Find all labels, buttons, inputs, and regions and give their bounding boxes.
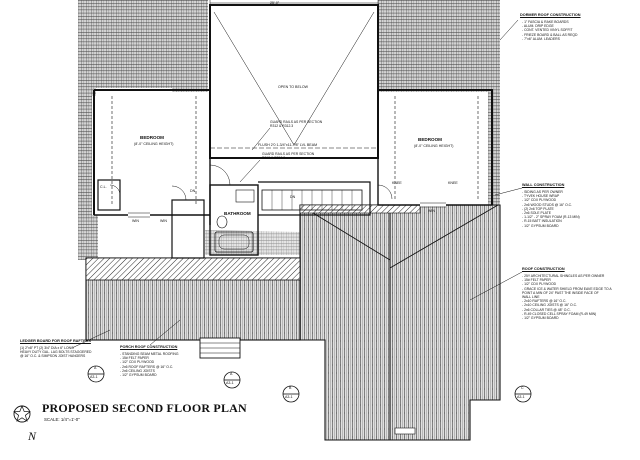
wall-line: - SIDING AS PER OWNER (522, 190, 563, 194)
wall-line: - 2x6 SOLE PLATE (522, 211, 551, 216)
section-tag-b-bottom: A3-1 (285, 395, 293, 399)
ledger-line: HEAVY DUTY GAL. LAG BOLTS STAGGERED (20, 350, 92, 355)
stair-label: DN (290, 195, 296, 199)
ledger-note-lines: (1) 2"x8" PT (2) 3/4" DIA x 6" LONG HEAV… (20, 346, 100, 359)
porch-line: - 1/2" CDX PLYWOOD (120, 360, 155, 365)
roof-line: - GRACE ICE & WATER SHIELD FROM EAVE EDG… (522, 286, 612, 291)
section-tag-a2-bottom: A3-1 (226, 381, 234, 385)
wall-line: - R-15 BATT INSULATION (522, 219, 562, 224)
exterior-walls (13, 0, 493, 423)
dormer-line: - 1" FASCIA & RAKE BOARDS (522, 20, 569, 24)
roof-line: - 25Y ARCHITECTURAL SHINGLES AS PER OWNE… (522, 274, 605, 278)
top-dimension: 25'-0" (270, 1, 280, 5)
porch-line: - 2x6 ROOF RAFTERS @ 16" O.C. (120, 364, 174, 369)
knee-right-label: KNEE (448, 181, 458, 185)
roof-line: - 2x10 CEILING JOISTS @ 16" O.C. (522, 303, 577, 308)
section-tag-b-top: B (289, 386, 292, 390)
closet-label: C.L. (100, 185, 107, 189)
window-tag-1: WIN (132, 219, 139, 223)
roof-line: - 2x6 COLLAR TIES @ 48" O.C. (522, 307, 571, 312)
dormer-line: - FRIEZE BOARD & BALL AS REQD (522, 32, 578, 37)
porch-line: - 2x6 CEILING JOISTS (120, 368, 155, 373)
section-tag-c-top: C (521, 386, 524, 390)
lower-roof (85, 204, 501, 441)
wall-line: - 1/2" GYPSUM BOARD (522, 223, 559, 228)
ledger-line: @ 16" O.C. & SIMPSON JOIST HANGERS (20, 354, 86, 359)
note-leaders (71, 19, 523, 349)
porch-line: - 1/2" GYPSUM BOARD (120, 373, 157, 378)
section-tag-a-bottom: A3-1 (90, 375, 98, 379)
plan-scale: SCALE: 1/4"=1'-0" (44, 417, 80, 422)
bedroom-left-ceiling: (8'-0" CEILING HEIGHT) (134, 142, 174, 146)
porch-line: - 15# FELT PAPER (120, 356, 149, 361)
wall-line: - 2x6 WOOD STUDS @ 16" O.C. (522, 202, 573, 207)
porch-line: - STANDING SEAM METAL ROOFING (120, 352, 179, 356)
roof-line: - 1/2" GYPSUM BOARD (522, 316, 559, 321)
ledger-line: (1) 2"x8" PT (2) 3/4" DIA x 6" LONG (20, 346, 74, 350)
porch-note-lines: - STANDING SEAM METAL ROOFING - 15# FELT… (120, 352, 198, 377)
dormer-line: - 7"x6" ALUM. LEADERS (522, 36, 560, 41)
dormer-note-lines: - 1" FASCIA & RAKE BOARDS - ALUM. DRIP E… (522, 20, 634, 41)
north-arrow-icon (13, 405, 31, 422)
wall-line: - TYVEK HOUSE WRAP (522, 194, 560, 199)
roof-line: - 15# FELT PAPER (522, 278, 551, 283)
section-tag-c-bottom: A3-1 (517, 395, 525, 399)
dormer-note-heading: DORMER ROOF CONSTRUCTION (520, 13, 581, 17)
bedroom-left-name: BEDROOM (140, 135, 164, 140)
wall-line: - 1/2" CDX PLYWOOD (522, 198, 557, 203)
roof-line: WALL LINE (522, 295, 540, 300)
window-tag-2: WIN (428, 209, 435, 213)
porch-note-heading: PORCH ROOF CONSTRUCTION (120, 345, 178, 349)
open-to-below-label: OPEN TO BELOW (278, 85, 309, 89)
ledger-note-heading: LEDGER BOARD FOR ROOF RAFTERS (20, 339, 91, 343)
plan-title: PROPOSED SECOND FLOOR PLAN (42, 401, 247, 415)
section-tag-graphics (87, 365, 532, 403)
roof-line: POINT A MIN OF 24" PAST THE INSIDE FACE … (522, 290, 599, 295)
north-label: N (28, 429, 37, 443)
flush-beam-label: FLUSH 2'0 1-3/4"x11-7/8" LVL BEAM (258, 143, 318, 147)
bedroom-right-name: BEDROOM (418, 137, 442, 142)
roof-line: - R-49 CLOSED CELL SPRAY FOAM (R-49 MIN) (522, 311, 597, 316)
dormer-line: - CONT. VENTED VINYL SOFFIT (522, 28, 573, 33)
guard-rails-note-lower: GUARD RAILS AS PER SECTION R312 & R312.3 (262, 152, 315, 161)
roof-note-heading: ROOF CONSTRUCTION (522, 267, 565, 271)
bedroom-right-ceiling: (8'-0" CEILING HEIGHT) (414, 144, 454, 148)
wall-note-heading: WALL CONSTRUCTION (522, 183, 565, 187)
bathroom-name: BATHROOM (224, 211, 251, 216)
wall-note-lines: - SIDING AS PER OWNER - TYVEK HOUSE WRAP… (522, 190, 634, 228)
roof-note-lines: - 25Y ARCHITECTURAL SHINGLES AS PER OWNE… (522, 274, 636, 320)
window-tag-3: WIN (160, 219, 167, 223)
section-tag-a-top: A (94, 366, 97, 370)
section-tag-a2-top: A (230, 372, 233, 376)
wall-line: - (2) 2x6 TOP PLATE (522, 206, 554, 211)
roof-line: - 1/2" CDX PLYWOOD (522, 282, 557, 287)
bath-door-label: DN (190, 189, 196, 193)
roof-line: - 2x10 RAFTERS @ 16" O.C. (522, 299, 567, 304)
knee-left-label: KNEE (392, 181, 402, 185)
upper-roof (78, 0, 500, 260)
dormer-line: - ALUM. DRIP EDGE (522, 24, 554, 29)
guard-rails-note-upper: GUARD RAILS AS PER SECTION R312 & R312.3 (270, 120, 323, 129)
wall-line: - 1-1/2" - 2" SPRAY FOAM (R-13 MIN) (522, 215, 580, 220)
